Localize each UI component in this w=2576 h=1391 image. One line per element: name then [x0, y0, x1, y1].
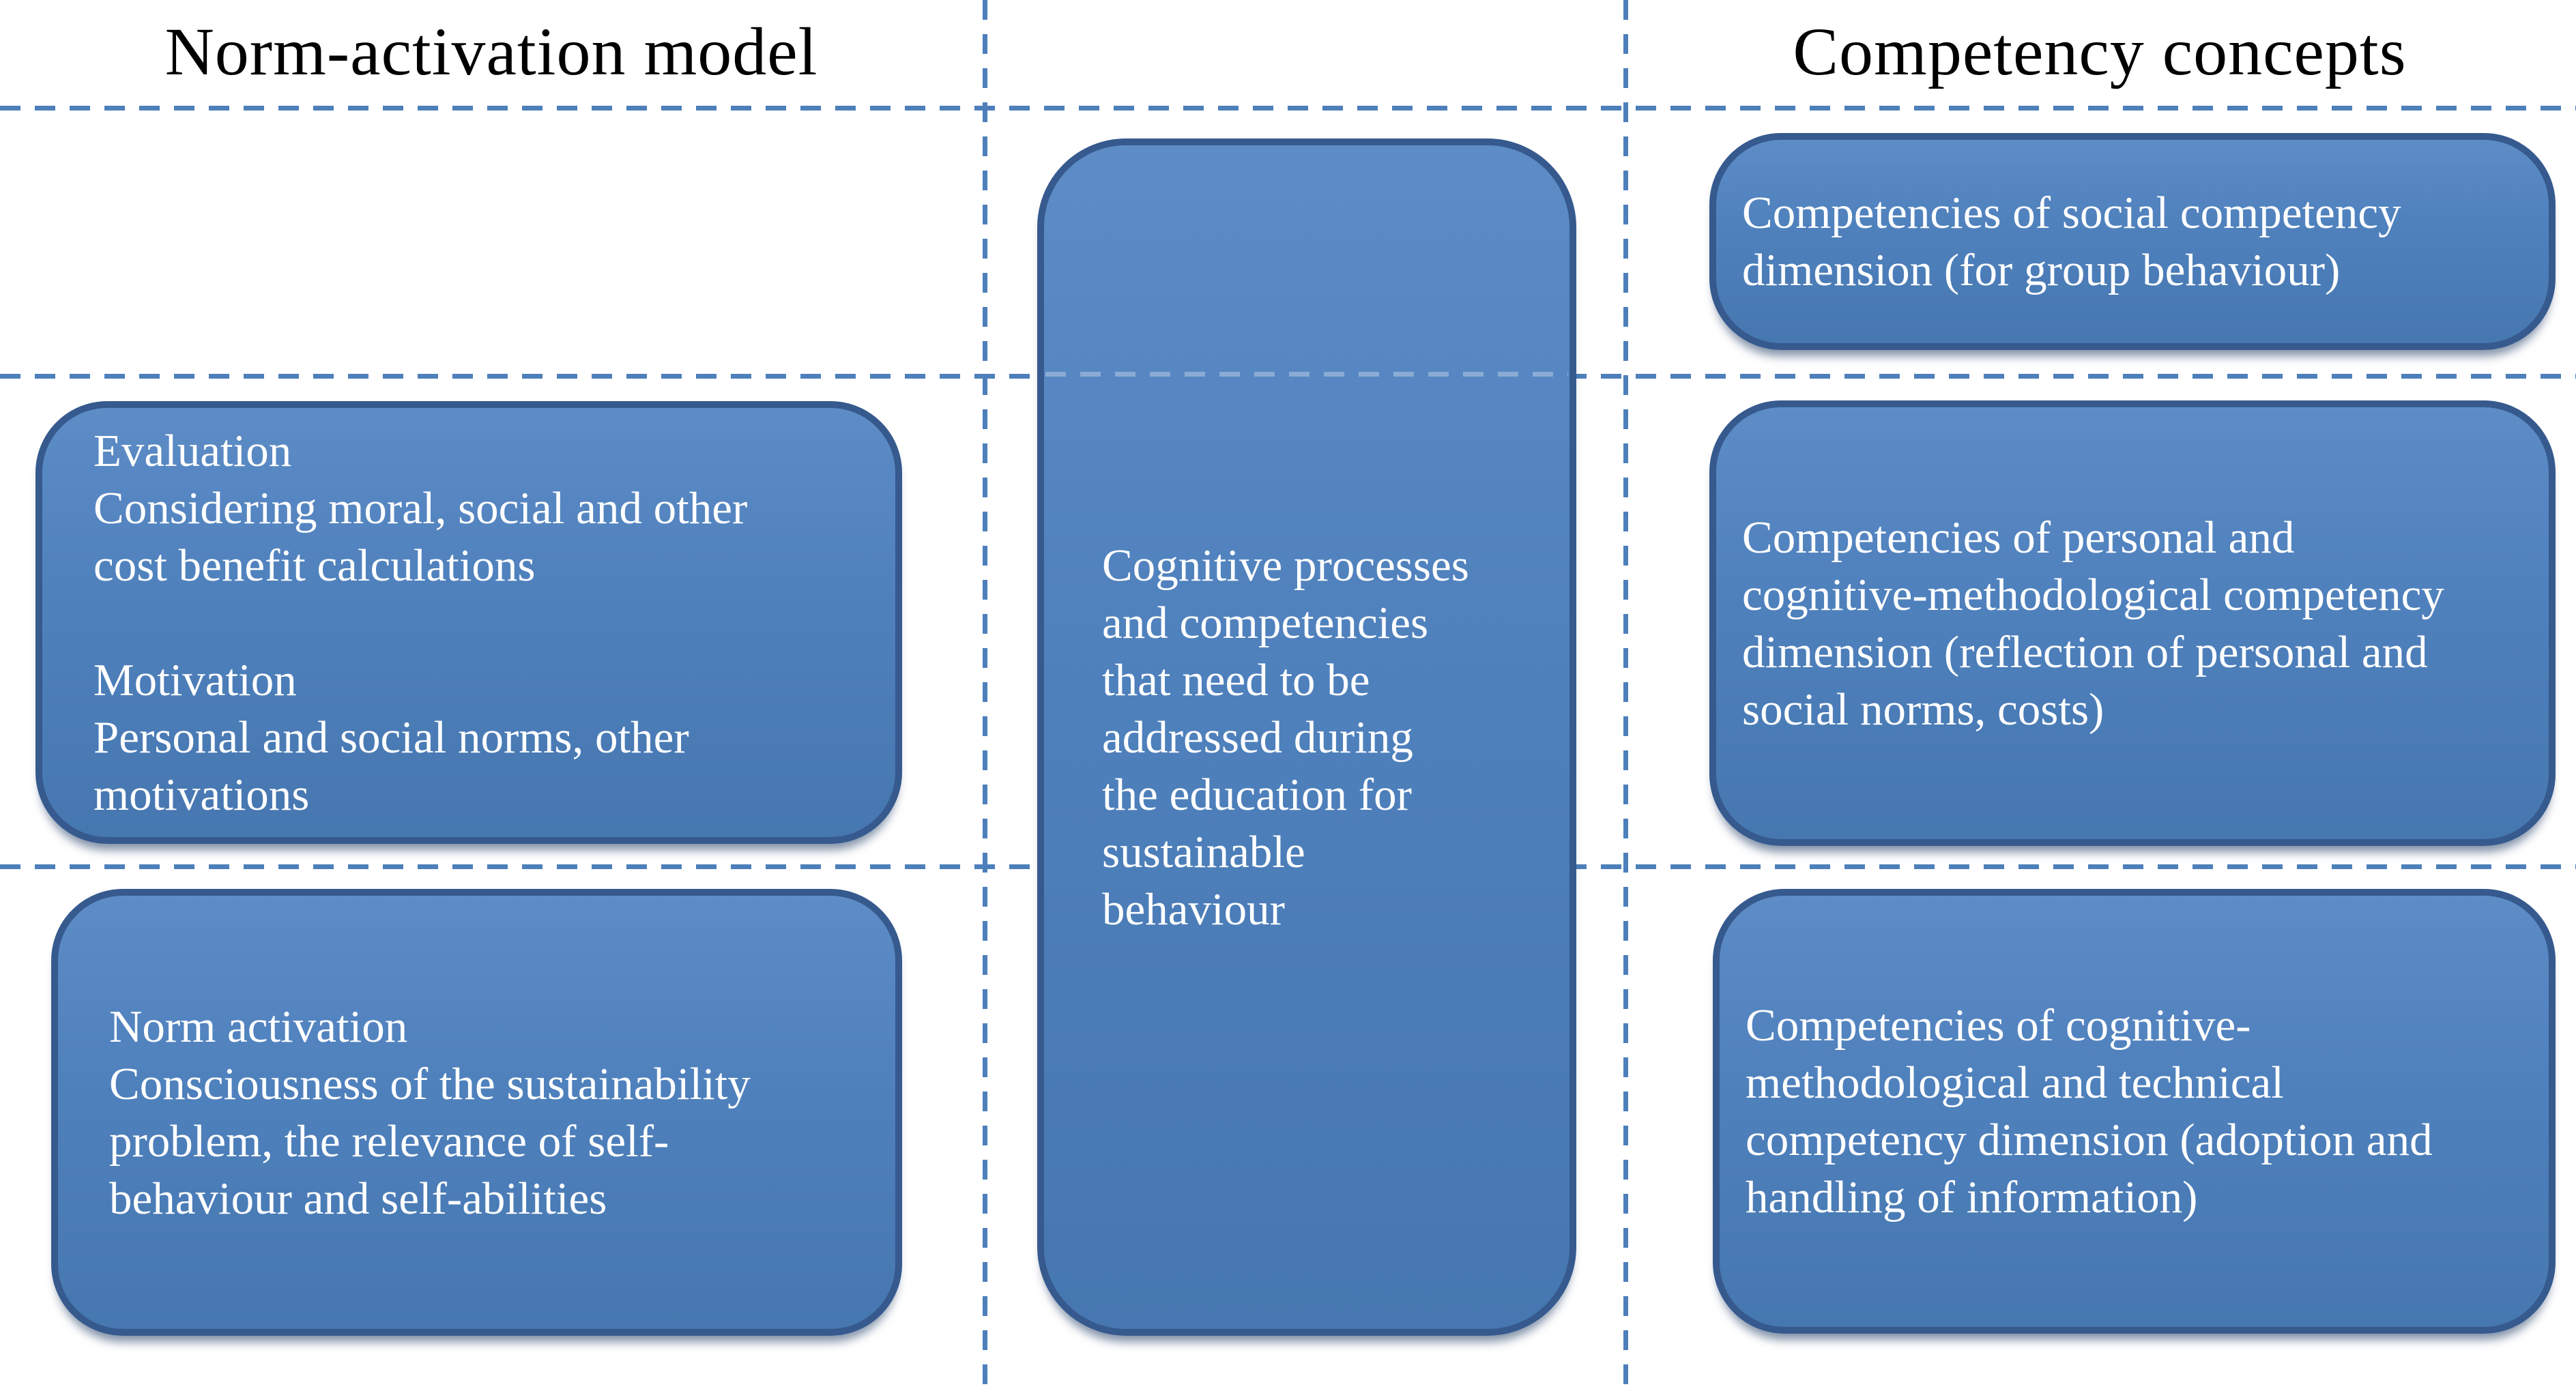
box-norm-activation-text: Norm activation Consciousness of the sus… [109, 1001, 751, 1224]
box-cognitive-methodological-technical: Competencies of cognitive- methodologica… [1713, 889, 2556, 1334]
box-norm-activation: Norm activation Consciousness of the sus… [51, 889, 902, 1336]
left-column-title: Norm-activation model [164, 14, 818, 89]
vertical-dashed-line-left [983, 0, 987, 1391]
box-evaluation-motivation: Evaluation Considering moral, social and… [35, 401, 902, 844]
box-social-competency: Competencies of social competency dimens… [1709, 133, 2556, 350]
box-personal-cognitive-methodological-text: Competencies of personal and cognitive-m… [1742, 512, 2444, 735]
right-column-title: Competency concepts [1793, 14, 2407, 89]
box-social-competency-text: Competencies of social competency dimens… [1742, 188, 2401, 295]
vertical-dashed-line-right [1623, 0, 1628, 1391]
faint-dashed-line-overlay [1045, 372, 1568, 377]
box-cognitive-processes: Cognitive processes and competencies tha… [1037, 138, 1576, 1336]
horizontal-dashed-line-top [0, 106, 2576, 111]
box-cognitive-methodological-technical-text: Competencies of cognitive- methodologica… [1746, 1000, 2433, 1222]
box-cognitive-processes-text: Cognitive processes and competencies tha… [1102, 540, 1469, 935]
box-personal-cognitive-methodological: Competencies of personal and cognitive-m… [1709, 400, 2556, 846]
box-evaluation-motivation-text: Evaluation Considering moral, social and… [93, 425, 748, 820]
